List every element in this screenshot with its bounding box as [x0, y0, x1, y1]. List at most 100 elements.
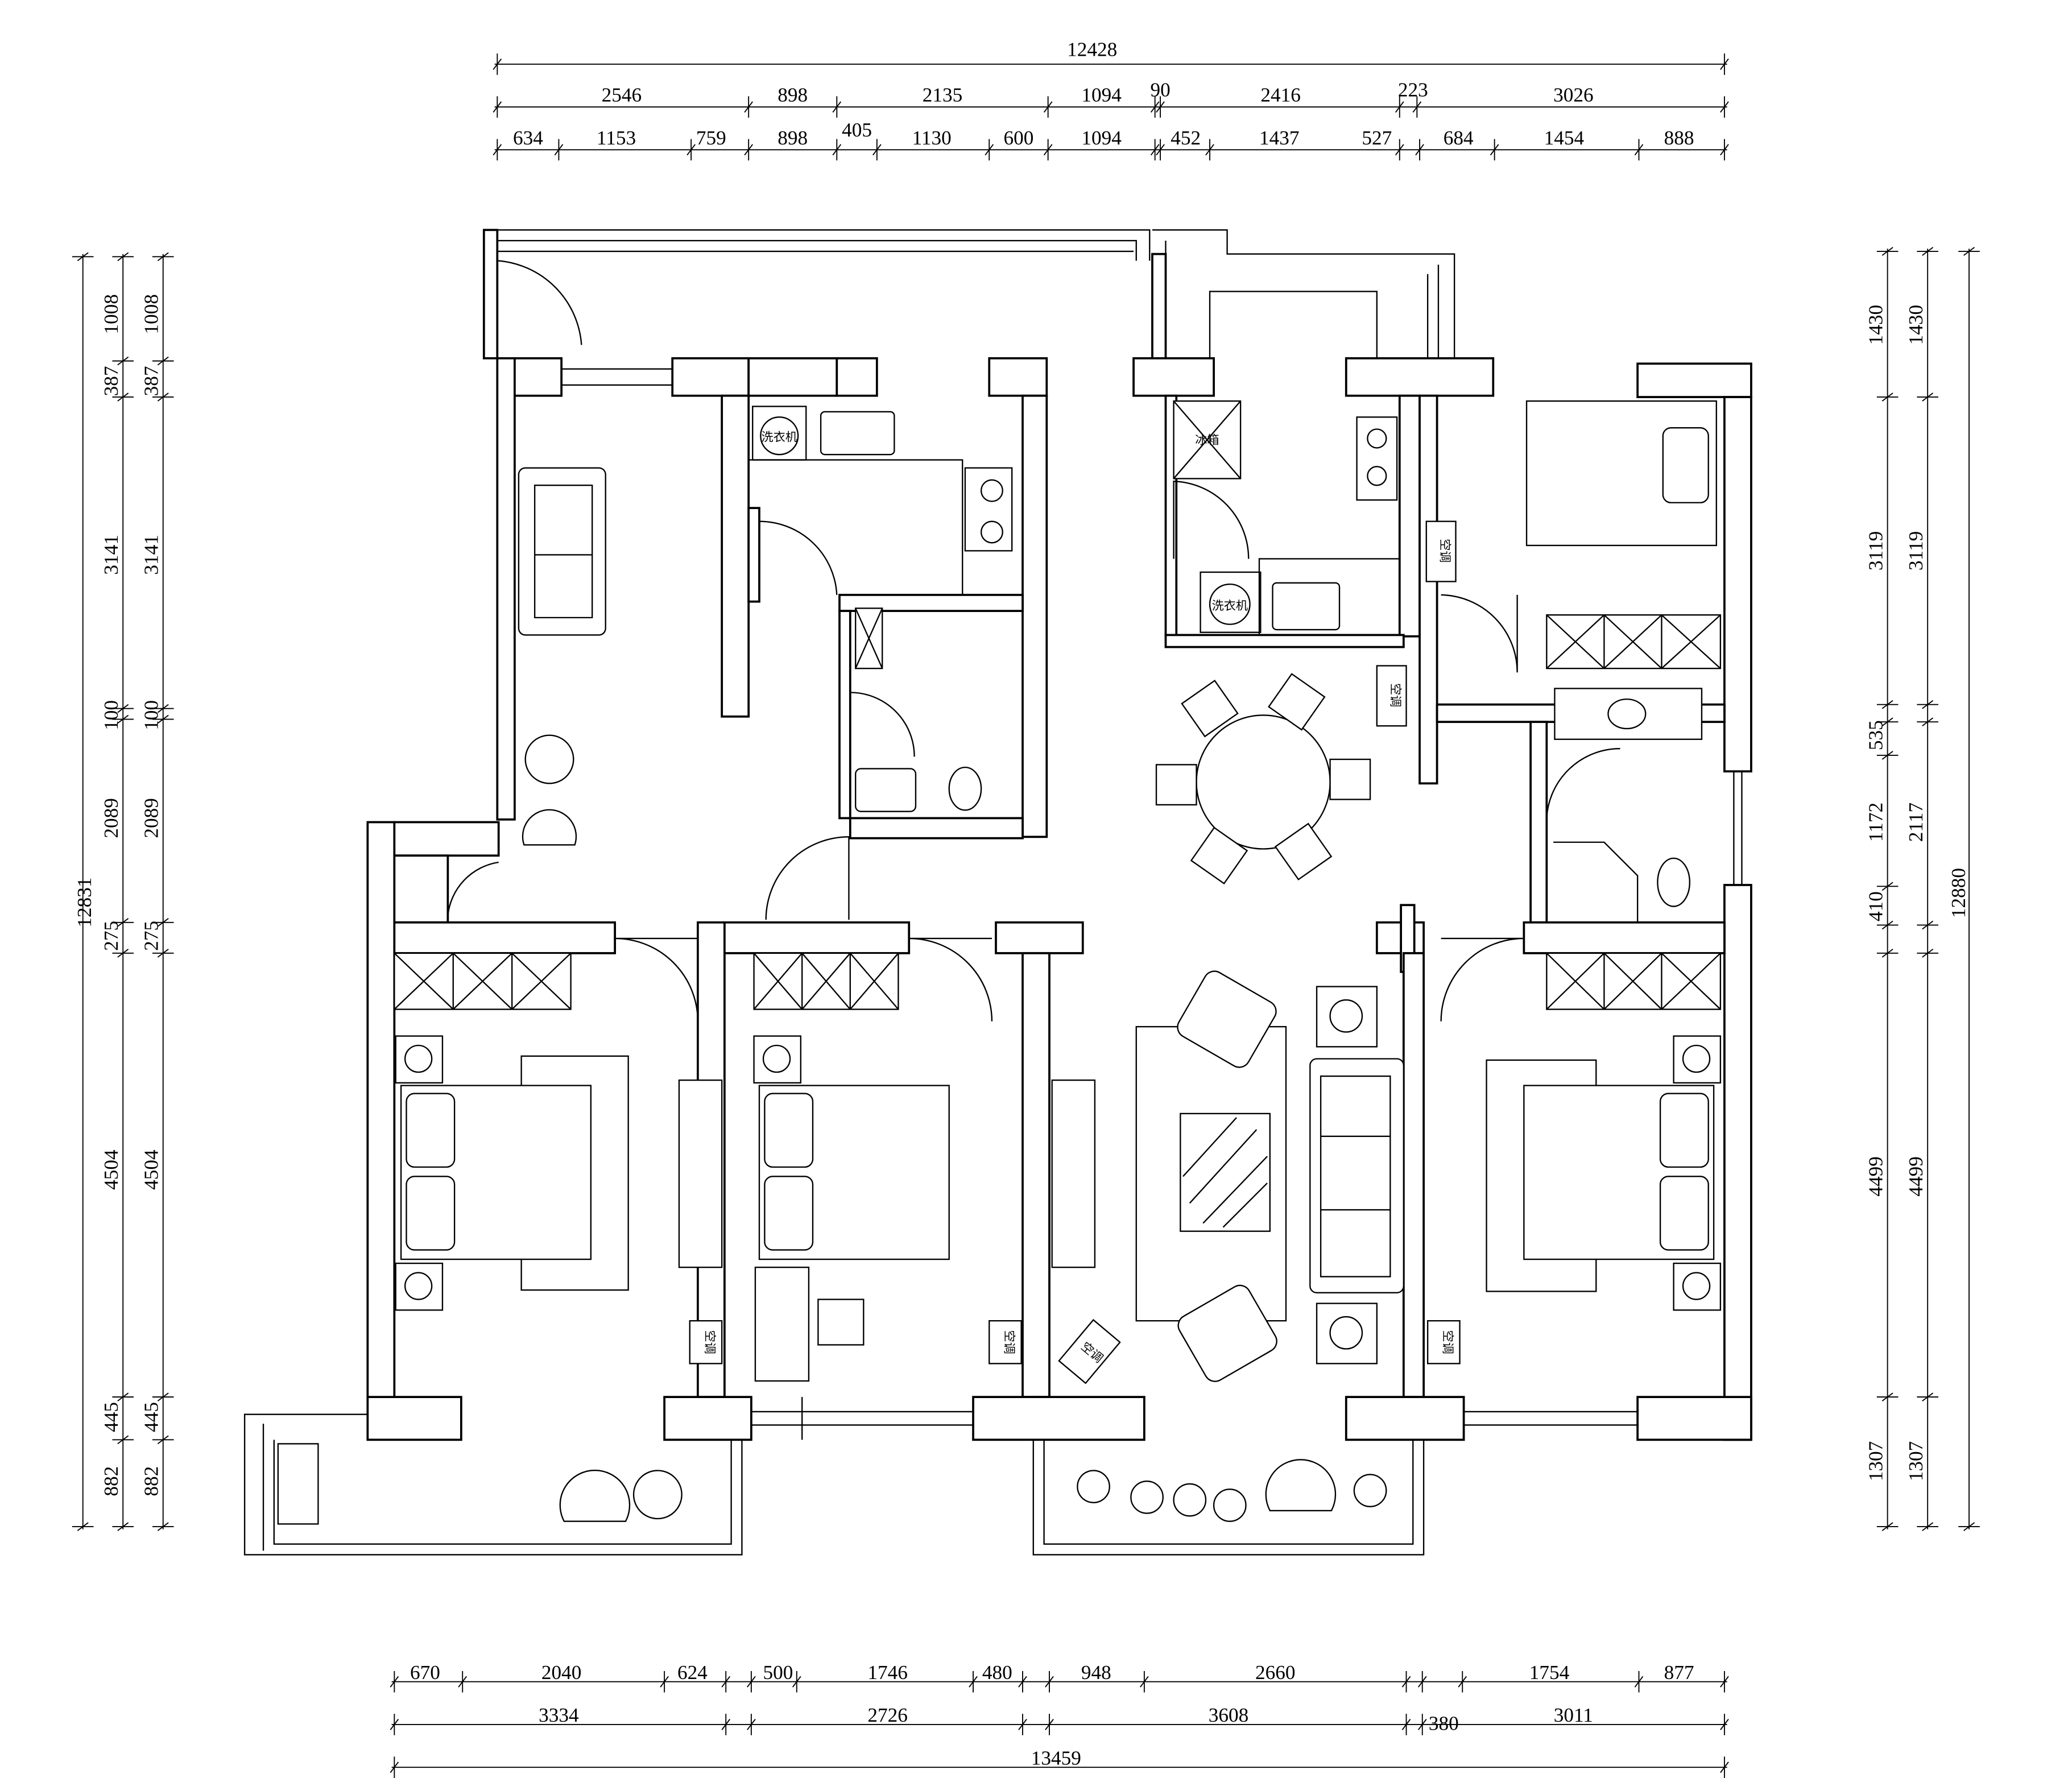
wall [972, 1396, 1145, 1441]
wall [1418, 394, 1438, 785]
ac-unit [1376, 665, 1407, 727]
sink [820, 411, 895, 456]
pillow [406, 1176, 456, 1251]
dimension-tick [1881, 717, 1893, 727]
dimension-tick [117, 1435, 129, 1445]
ac-unit [1058, 1318, 1121, 1384]
dimension-tick [493, 144, 502, 156]
window [561, 368, 673, 386]
armchair [1177, 1284, 1277, 1382]
balcony-top-right [1152, 229, 1455, 358]
door-bedroom-2[interactable] [909, 937, 993, 1022]
wall [393, 821, 500, 857]
dimension-value: 275 [140, 921, 162, 951]
dimension-value: 452 [1171, 127, 1201, 149]
furniture [394, 400, 1722, 1522]
wall [1345, 357, 1495, 397]
dimension-value: 1437 [1259, 127, 1300, 149]
toilet [948, 766, 982, 811]
wall [671, 357, 750, 397]
dimension-value: 90 [1150, 78, 1170, 101]
dimension-value: 684 [1444, 127, 1474, 149]
wall [366, 1396, 462, 1441]
washbasin [855, 768, 917, 812]
dimension-value: 223 [1398, 78, 1428, 101]
door-bathroom[interactable] [850, 692, 915, 757]
door-bedroom-master[interactable] [1441, 594, 1518, 673]
burner [980, 520, 1003, 544]
wall [1723, 884, 1752, 1441]
chair [522, 809, 577, 846]
dimension-tick [117, 356, 129, 366]
dimension-value: 1008 [100, 294, 122, 334]
dimension-tick [832, 101, 842, 113]
dimension-value: 898 [777, 84, 808, 106]
washer-label: 洗衣机 [1212, 598, 1248, 613]
dimension-tick [117, 949, 129, 958]
door-kitchen[interactable] [759, 520, 838, 595]
door-bathroom-right[interactable] [1546, 748, 1620, 818]
wall [747, 357, 838, 397]
dimension-tick [1881, 392, 1893, 402]
dimension-value: 882 [100, 1466, 122, 1496]
dimension-tick [1963, 1522, 1975, 1531]
window [751, 1397, 974, 1440]
door-hall[interactable] [765, 836, 850, 920]
dimension-value: 2089 [100, 798, 122, 838]
ac-label: 空调 [1002, 1330, 1016, 1354]
lamp [404, 1272, 433, 1300]
ac-unit [277, 1443, 319, 1525]
round-table [524, 734, 574, 784]
dimension-value: 2089 [140, 798, 162, 838]
dimension-tick [1881, 700, 1893, 709]
dimension-tick [157, 949, 169, 958]
nightstand [1673, 1035, 1722, 1084]
dimension-value: 445 [100, 1402, 122, 1432]
burner [980, 479, 1003, 502]
lamp [762, 1044, 791, 1073]
dimension-tick [390, 1676, 399, 1688]
door-kitchen-right[interactable] [1173, 480, 1250, 559]
dimension-tick [1720, 1676, 1729, 1688]
wall [1523, 921, 1726, 954]
dimension-value: 100 [100, 700, 122, 730]
side-table [1316, 1303, 1378, 1364]
nightstand [1673, 1262, 1722, 1311]
dimension-tick [1417, 1676, 1427, 1688]
dimension-value: 275 [100, 921, 122, 951]
dimension-tick [872, 144, 882, 156]
wall [838, 610, 851, 820]
dimension-tick [1018, 1676, 1027, 1688]
dimension-value: 670 [410, 1661, 440, 1684]
dimension-value: 1094 [1081, 84, 1122, 106]
dimension-tick [493, 58, 502, 70]
door-bedroom-3[interactable] [1440, 937, 1524, 1022]
dimension-tick [157, 1522, 169, 1531]
dimension-value: 1746 [867, 1661, 908, 1684]
dimension-value: 445 [140, 1402, 162, 1432]
dimension-value: 2416 [1260, 84, 1301, 106]
dimension-tick [157, 704, 169, 713]
dimension-tick [157, 392, 169, 402]
dimension-value: 3119 [1864, 531, 1887, 570]
dimension-value: 1094 [1081, 127, 1122, 149]
dimension-tick [1922, 700, 1934, 709]
dimension-value: 13459 [1031, 1747, 1081, 1769]
stove [1356, 416, 1398, 501]
dimension-value: 2726 [867, 1704, 908, 1726]
dimension-value: 2135 [923, 84, 963, 106]
dimension-tick [1490, 144, 1499, 156]
wall [1132, 357, 1215, 397]
dimension-tick [686, 144, 696, 156]
lamp [1329, 999, 1363, 1033]
dimension-tick [660, 1676, 669, 1688]
door-bedroom-1[interactable] [615, 937, 699, 1022]
dimension-tick [744, 101, 753, 113]
wall [988, 357, 1048, 397]
door-entrance[interactable] [447, 861, 499, 916]
wall [482, 229, 499, 359]
door-balcony[interactable] [497, 260, 582, 350]
burner [1367, 466, 1387, 486]
dining-chairs [1155, 673, 1371, 884]
